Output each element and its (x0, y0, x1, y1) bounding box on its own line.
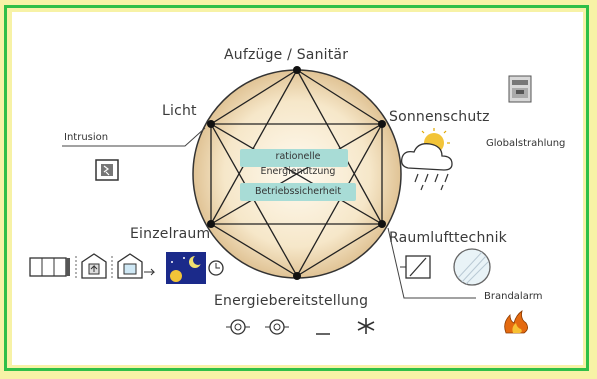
label-einzelraum: Einzelraum (130, 226, 211, 242)
center-line-3: Betriebssicherheit (254, 186, 342, 197)
sun-cloud-rain-icon (400, 128, 453, 191)
node-top (293, 66, 301, 74)
connector-lines (62, 127, 476, 299)
node-bottom (293, 272, 301, 280)
fan-icon (453, 248, 491, 286)
day-night-icon (166, 252, 206, 284)
boiler-icon (226, 319, 250, 335)
fire-icon (504, 310, 528, 334)
weather-station-icon (508, 75, 532, 103)
label-intrusion: Intrusion (64, 132, 109, 143)
door-icon (81, 253, 107, 279)
label-licht: Licht (162, 103, 197, 119)
damper-icon (400, 255, 431, 279)
center-line-2: Energienutzung (260, 166, 336, 177)
label-aufzuege-sanitaer: Aufzüge / Sanitär (224, 47, 349, 63)
node-lower-right (378, 220, 386, 228)
intrusion-sensor-icon (95, 159, 119, 181)
door-arrow-icon (117, 253, 156, 279)
pump-icon (265, 319, 289, 335)
label-raumlufttechnik: Raumlufttechnik (389, 230, 507, 246)
label-brandalarm: Brandalarm (484, 291, 543, 302)
label-energiebereitstellung: Energiebereitstellung (214, 293, 369, 309)
center-band-bottom (240, 183, 356, 201)
cooling-icon (357, 318, 375, 334)
center-band-top (240, 149, 348, 167)
center-line-1: rationelle (275, 151, 321, 162)
window-icon (29, 257, 70, 277)
node-upper-left (207, 120, 215, 128)
network-nodes (207, 66, 386, 280)
label-sonnenschutz: Sonnenschutz (389, 109, 490, 125)
node-lower-left (207, 220, 215, 228)
label-globalstrahlung: Globalstrahlung (486, 138, 566, 149)
clock-icon (208, 260, 224, 276)
node-upper-right (378, 120, 386, 128)
